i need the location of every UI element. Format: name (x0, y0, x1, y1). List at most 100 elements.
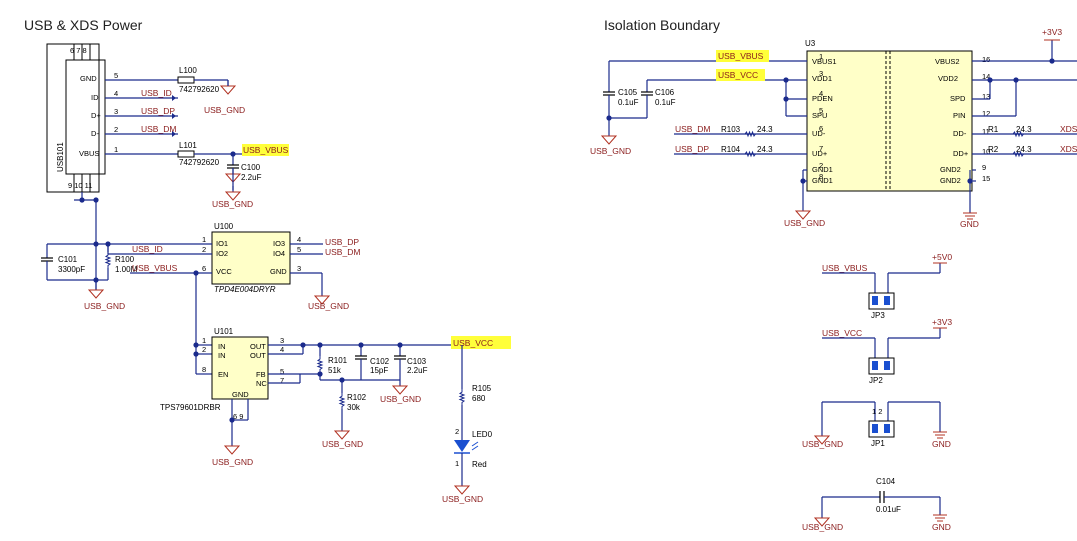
u100-pin-io3: IO3 (273, 239, 285, 248)
l101-ferrite (177, 150, 195, 158)
u3-pin-gnd1-a: GND1 (812, 165, 833, 174)
u101-pin-num-2: 2 (202, 345, 206, 354)
net-label-gnd-u3: GND (960, 219, 979, 229)
highlight-usb-vcc-1 (451, 336, 511, 349)
r2-value: 24.3 (1016, 145, 1032, 154)
u101-chip (211, 336, 269, 400)
u101-part: TPS79601DRBR (160, 403, 221, 412)
u3-pin-num-13: 13 (982, 92, 990, 101)
u100-ref: U100 (214, 222, 234, 231)
u100-pin-gnd: GND (270, 267, 287, 276)
net-label-gnd-jp1: GND (932, 439, 951, 449)
u3-pin-num-14: 14 (982, 72, 990, 81)
u100-part: TPD4E004DRYR (214, 285, 276, 294)
u3-pin-vbus1: VBUS1 (812, 57, 837, 66)
u101-ref: U101 (214, 327, 234, 336)
c105-value: 0.1uF (618, 98, 639, 107)
r102-ref: R102 (347, 393, 367, 402)
jp1-ref: JP1 (871, 439, 885, 448)
l101-ref: L101 (179, 141, 197, 150)
u100-pin-num-6: 6 (202, 264, 206, 273)
l101-value: 742792620 (179, 158, 220, 167)
u3-pin-num-15: 15 (982, 174, 990, 183)
r100-ref: R100 (115, 255, 135, 264)
net-label-usb-gnd-iso: USB_GND (590, 146, 631, 156)
u100-pin-io4: IO4 (273, 249, 285, 258)
net-label-usb-gnd-led: USB_GND (442, 494, 483, 504)
net-label-usb-vbus-1: USB_VBUS (243, 145, 289, 155)
u3-pin-vbus2: VBUS2 (935, 57, 960, 66)
net-label-usb-gnd-c104: USB_GND (802, 522, 843, 532)
r100-value: 1.00M (115, 265, 138, 274)
u3-pin-spd: SPD (950, 94, 966, 103)
net-label-usb-gnd-c101: USB_GND (84, 301, 125, 311)
usb101-pin-num-1: 1 (114, 145, 118, 154)
c104-value: 0.01uF (876, 505, 901, 514)
net-label-gnd-c104: GND (932, 522, 951, 532)
net-label-usb-id: USB_ID (141, 88, 172, 98)
net-label-xds-2: XDS (1060, 144, 1077, 154)
c100-ref: C100 (241, 163, 261, 172)
r104-ref: R104 (721, 145, 741, 154)
net-label-usb-gnd-u3: USB_GND (784, 218, 825, 228)
net-label-usb-vbus-2: USB_VBUS (718, 51, 764, 61)
c103-ref: C103 (407, 357, 427, 366)
led0-diode (454, 440, 470, 452)
net-label-usb-gnd-c103: USB_GND (380, 394, 421, 404)
u101-pin-num-3: 3 (280, 336, 284, 345)
usb101-pin-name-dm: D- (91, 129, 99, 138)
u101-pin-num-4: 4 (280, 345, 284, 354)
c101-value: 3300pF (58, 265, 85, 274)
u101-pin-en: EN (218, 370, 228, 379)
u3-pin-num-6: 6 (819, 124, 823, 133)
net-label-usb-vbus-u100: USB_VBUS (132, 263, 178, 273)
u3-ref: U3 (805, 39, 816, 48)
u3-pin-ud-minus: UD- (812, 129, 826, 138)
u3-pin-num-8: 8 (819, 172, 823, 181)
u3-pin-num-3: 3 (819, 69, 823, 78)
c102-ref: C102 (370, 357, 390, 366)
net-label-usb-dp-iso: USB_DP (675, 144, 709, 154)
net-label-usb-id-u100: USB_ID (132, 244, 163, 254)
r101-value: 51k (328, 366, 342, 375)
u3-pin-pin: PIN (953, 111, 966, 120)
net-label-5v0: +5V0 (932, 252, 952, 262)
u3-pin-dd-minus: DD- (953, 129, 967, 138)
highlight-usb-vbus-2 (716, 50, 769, 62)
usb101-pin-num-5: 5 (114, 71, 118, 80)
u100-pin-io1: IO1 (216, 239, 228, 248)
u101-pin-in2: IN (218, 351, 226, 360)
c106-ref: C106 (655, 88, 675, 97)
led0-pin2: 2 (455, 427, 459, 436)
net-label-usb-vcc-1: USB_VCC (453, 338, 493, 348)
net-label-usb-gnd-r102: USB_GND (322, 439, 363, 449)
l100-ref: L100 (179, 66, 197, 75)
net-label-3v3-jp2: +3V3 (932, 317, 952, 327)
jp3-ref: JP3 (871, 311, 885, 320)
c102-value: 15pF (370, 366, 388, 375)
u100-pin-io2: IO2 (216, 249, 228, 258)
jp1-pins: 1 2 (872, 407, 882, 416)
l100-value: 742792620 (179, 85, 220, 94)
u3-pin-num-11: 11 (982, 127, 990, 136)
net-label-usb-gnd-l100: USB_GND (204, 105, 245, 115)
net-label-usb-gnd-jp1: USB_GND (802, 439, 843, 449)
u100-pin-num-1: 1 (202, 235, 206, 244)
u101-pin-num-8: 8 (202, 365, 206, 374)
u3-pin-num-16: 16 (982, 55, 990, 64)
u3-pin-num-2: 2 (819, 161, 823, 170)
u3-pin-dd-plus: DD+ (953, 149, 969, 158)
net-label-usb-gnd-u100: USB_GND (308, 301, 349, 311)
usb101-ref: USB101 (56, 142, 65, 172)
u3-pin-spu: SPU (812, 111, 827, 120)
u3-pin-num-4: 4 (819, 89, 823, 98)
r105-value: 680 (472, 394, 486, 403)
c104-ref: C104 (876, 477, 896, 486)
usb101-pin-name-vbus: VBUS (79, 149, 99, 158)
r101-ref: R101 (328, 356, 348, 365)
highlight-usb-vcc-2 (716, 69, 765, 81)
section-title-isolation: Isolation Boundary (604, 17, 720, 33)
c100-value: 2.2uF (241, 173, 262, 182)
net-label-xds-1: XDS (1060, 124, 1077, 134)
